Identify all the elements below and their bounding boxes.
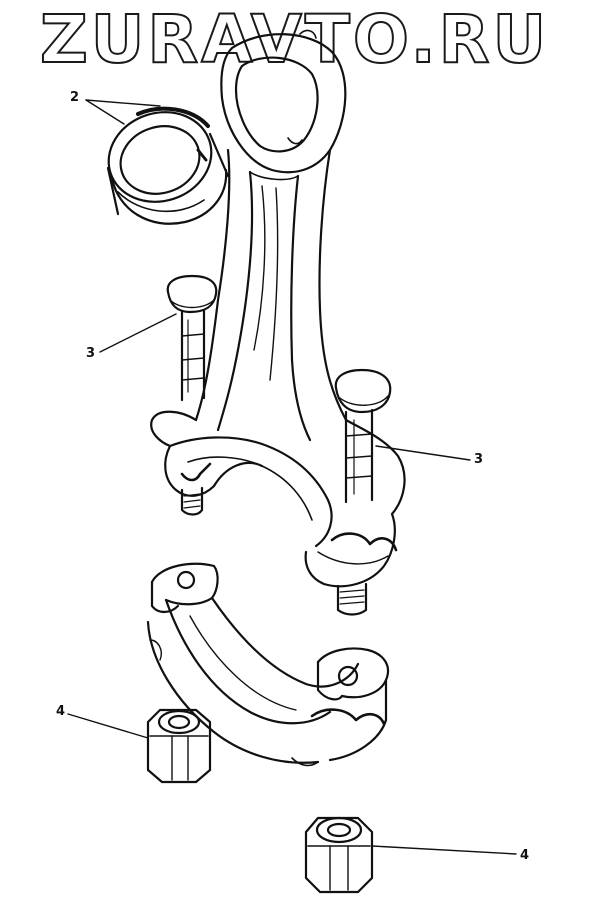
callout-nut-right: 4	[520, 848, 530, 863]
bolt-left	[166, 274, 218, 402]
big-end-cap	[146, 562, 390, 767]
small-end-bush	[106, 106, 230, 225]
nut-left	[146, 708, 212, 784]
connecting-rod	[150, 29, 406, 616]
leader-lines	[67, 99, 517, 855]
leader-bush-top	[85, 99, 161, 107]
callout-bolt-right: 3	[474, 452, 484, 467]
bolt-right	[334, 368, 392, 504]
callout-bush: 2	[70, 90, 80, 105]
nut-right	[304, 816, 374, 894]
leader-nut-right	[371, 845, 517, 855]
site-watermark: ZURAVTO.RU	[39, 0, 550, 79]
leader-bolt-right	[375, 445, 471, 461]
leader-nut-left	[67, 713, 149, 739]
leader-bush-front	[85, 99, 125, 125]
callout-bolt-left: 3	[86, 346, 96, 361]
callout-nut-left: 4	[56, 704, 66, 719]
leader-bolt-left	[99, 313, 177, 353]
